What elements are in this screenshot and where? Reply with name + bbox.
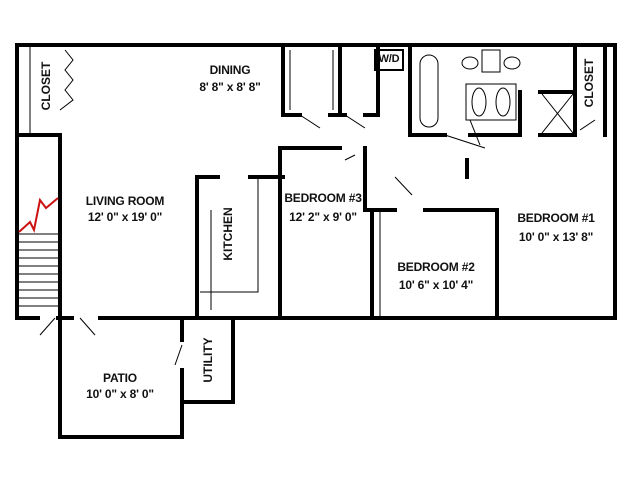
- toilet-tank: [481, 49, 501, 73]
- kitchen-counter: [200, 177, 259, 293]
- living-room-size: 12' 0" x 19' 0": [87, 210, 163, 224]
- sink-left: [461, 56, 479, 70]
- bath-walls: [408, 43, 577, 137]
- washer-dryer-box: [374, 49, 404, 71]
- kitchen-wall: [195, 175, 285, 320]
- patio-size: 10' 0" x 8' 0": [86, 387, 154, 401]
- closet-rods: [289, 50, 334, 110]
- bathtub: [419, 54, 439, 128]
- patio-label: PATIO: [103, 371, 137, 385]
- bedroom2-label: BEDROOM #2: [397, 260, 475, 274]
- utility-wall: [180, 316, 235, 404]
- dining-label: DINING: [209, 63, 251, 77]
- hvac-x: [541, 93, 574, 134]
- stair-break-marker: [18, 197, 59, 234]
- bifold-door: [59, 49, 74, 111]
- bedroom-walls: [278, 146, 499, 320]
- closet-right-label: CLOSET: [582, 58, 596, 108]
- bedroom3-label: BEDROOM #3: [284, 191, 362, 205]
- outer-wall-left: [15, 43, 40, 320]
- stairs: [19, 233, 58, 307]
- living-room-label: LIVING ROOM: [85, 194, 165, 208]
- dining-size: 8' 8" x 8' 8": [199, 80, 261, 94]
- kitchen-label: KITCHEN: [221, 207, 235, 261]
- washer-dryer-label: W/D: [378, 53, 400, 65]
- utility-label: UTILITY: [201, 337, 215, 383]
- door-swings-2: [174, 119, 596, 366]
- bedroom2-size: 10' 6" x 10' 4": [398, 278, 474, 292]
- vanity: [465, 83, 517, 121]
- door-swings: [39, 114, 486, 336]
- sink-right: [503, 56, 521, 70]
- bedroom3-size: 12' 2" x 9' 0": [289, 210, 357, 224]
- outer-wall-top-right: [15, 43, 617, 320]
- bedroom1-size: 10' 0" x 13' 8": [518, 230, 594, 244]
- thin-lines: [29, 45, 212, 310]
- bedroom1-label: BEDROOM #1: [517, 211, 595, 225]
- dining-closets: [281, 43, 380, 117]
- closet-stair-wall: [15, 133, 62, 320]
- closet-left-label: CLOSET: [39, 61, 53, 111]
